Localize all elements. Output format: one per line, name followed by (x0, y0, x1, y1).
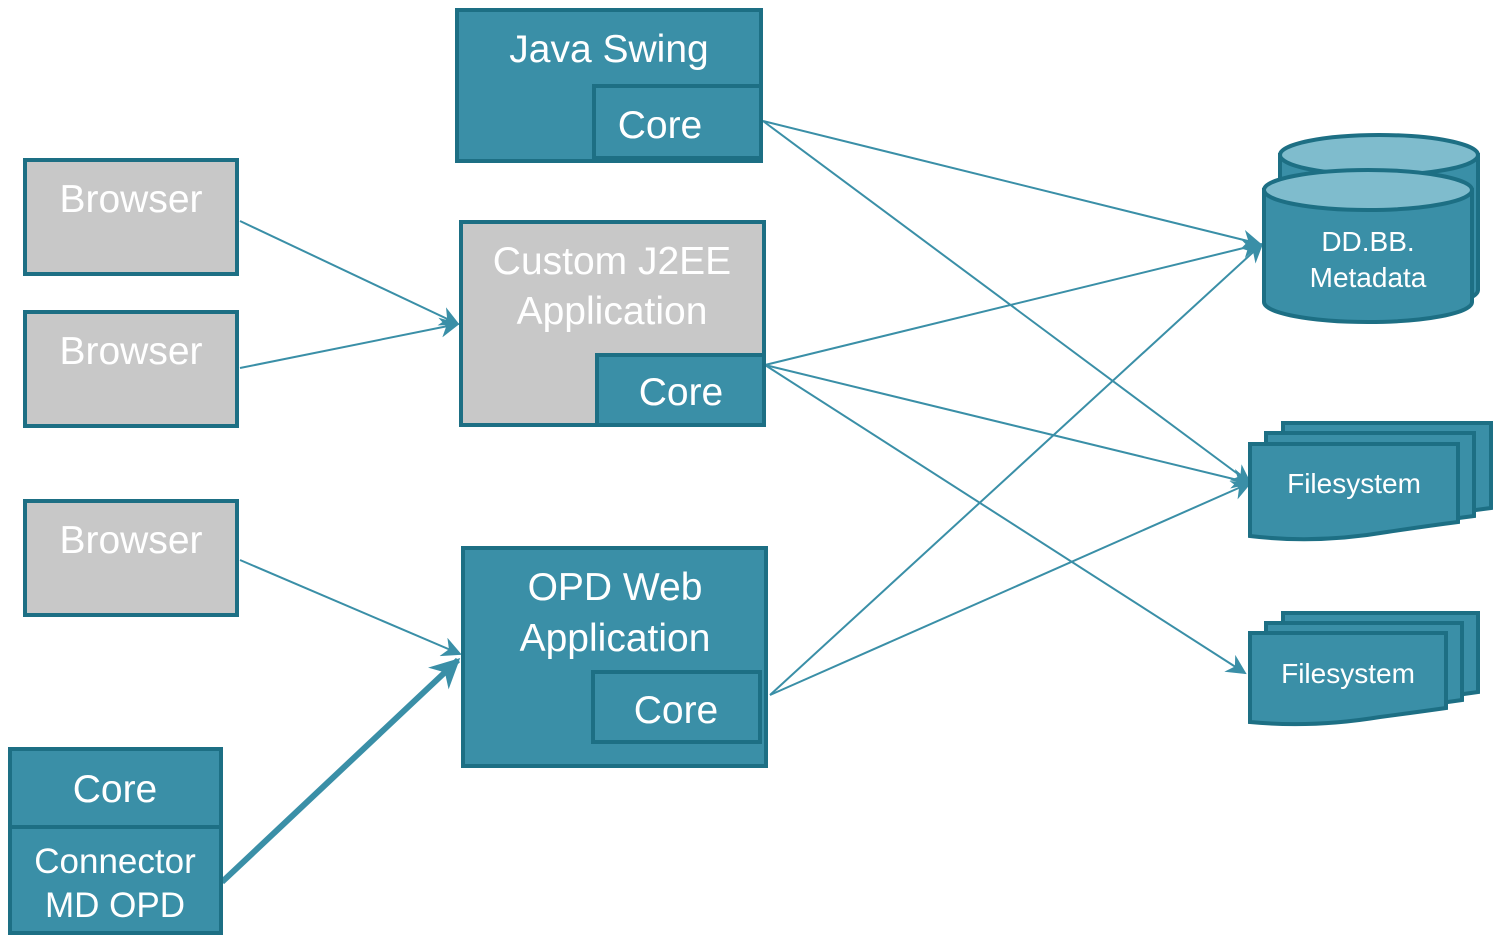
connector-md-opd-box (8, 825, 223, 935)
filesystem-1-label: Filesystem (1287, 468, 1421, 499)
java-swing-node: Java Swing Core (455, 8, 763, 163)
browser-node-2: Browser (23, 310, 239, 428)
custom-j2ee-title-line1: Custom J2EE (493, 240, 731, 283)
edge-opd-core-to-fs1 (769, 481, 1252, 696)
connector-node: Core Connector MD OPD (8, 747, 223, 935)
connector-label-line2: MD OPD (45, 886, 185, 925)
edge-browser1-to-j2ee (239, 220, 460, 326)
database-label-line1: DD.BB. (1321, 226, 1414, 257)
browser-label-1: Browser (59, 178, 202, 221)
filesystem-node-2: Filesystem (1248, 611, 1480, 727)
connector-core-label: Core (73, 768, 158, 811)
database-front-cylinder (1262, 188, 1474, 324)
opd-web-title-line1: OPD Web (528, 566, 703, 609)
database-label-line2: Metadata (1310, 262, 1427, 293)
opd-web-core-box (591, 670, 762, 744)
database-node: DD.BB. Metadata (1262, 133, 1480, 324)
opd-web-title-line2: Application (520, 617, 711, 660)
database-front-top (1262, 168, 1474, 212)
connector-core-box (8, 747, 223, 829)
edge-j2ee-core-to-db (764, 238, 1262, 366)
filesystem-node-1: Filesystem (1248, 421, 1493, 542)
java-swing-core-label: Core (618, 104, 703, 147)
connector-label-line1: Connector (34, 842, 196, 881)
java-swing-core-box (592, 84, 763, 160)
edge-swing-core-to-db (762, 120, 1262, 250)
java-swing-title: Java Swing (509, 28, 708, 71)
edge-connector-to-opd (219, 657, 461, 885)
edge-opd-core-to-db (769, 242, 1264, 696)
browser-box-1 (23, 158, 239, 276)
edge-browser3-to-opd (239, 559, 462, 657)
edge-j2ee-core-to-fs1 (764, 364, 1252, 489)
custom-j2ee-node: Custom J2EE Application Core (459, 220, 766, 427)
browser-label-2: Browser (59, 330, 202, 373)
browser-box-3 (23, 499, 239, 617)
filesystem-2-label: Filesystem (1281, 658, 1415, 689)
filesystem-1-sheet-front (1248, 442, 1460, 542)
connections (219, 120, 1264, 885)
edge-swing-core-to-fs1 (762, 120, 1252, 485)
edge-browser2-to-j2ee (239, 317, 460, 369)
custom-j2ee-core-box (595, 353, 766, 427)
opd-web-node: OPD Web Application Core (461, 546, 768, 768)
custom-j2ee-core-label: Core (639, 371, 724, 414)
browser-box-2 (23, 310, 239, 428)
custom-j2ee-title-line2: Application (517, 290, 708, 333)
browser-label-3: Browser (59, 519, 202, 562)
filesystem-2-sheet-front (1248, 631, 1448, 727)
browser-node-3: Browser (23, 499, 239, 617)
edge-j2ee-core-to-fs2 (764, 364, 1247, 675)
opd-web-core-label: Core (634, 689, 719, 732)
browser-node-1: Browser (23, 158, 239, 276)
